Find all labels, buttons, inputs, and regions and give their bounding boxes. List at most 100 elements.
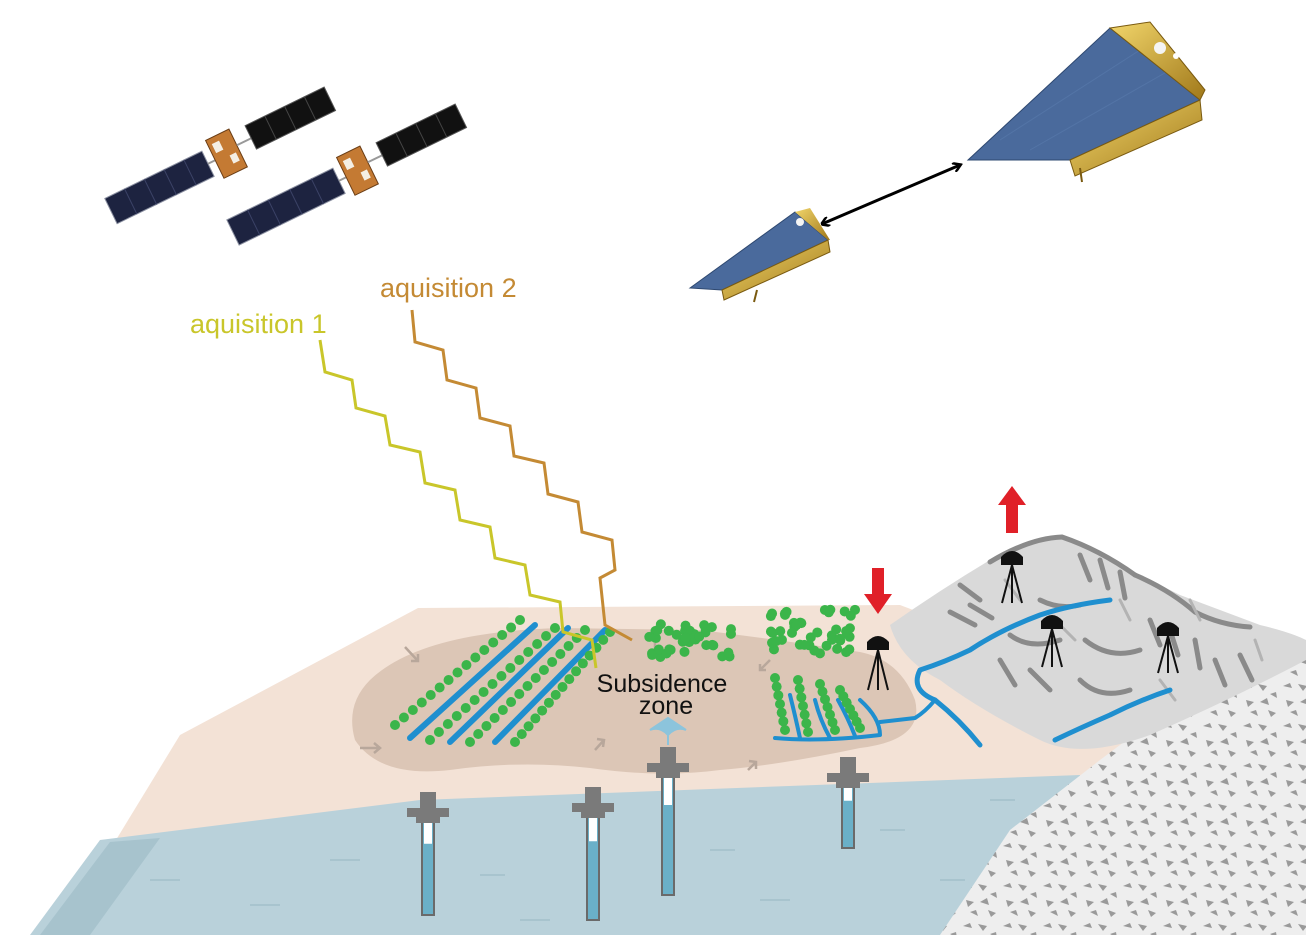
crop-plant [530, 673, 541, 683]
subsidence-zone-label-line2: zone [639, 692, 693, 720]
uplift-arrow [998, 486, 1026, 533]
crop-plant [680, 632, 691, 643]
crop-plant [522, 681, 533, 691]
crop-plant [478, 687, 489, 697]
crop-plant [433, 727, 444, 737]
crop-plant [390, 720, 400, 730]
crop-plant [830, 725, 840, 735]
gps-station-icon [867, 636, 889, 691]
crop-plant [827, 717, 838, 728]
crop-plant [786, 627, 797, 638]
crop-plant [841, 626, 852, 637]
mountain-range [890, 534, 1306, 749]
crop-plant [407, 705, 418, 715]
crop-plant [663, 625, 674, 636]
subsidence-arrow [864, 568, 892, 614]
crop-plant [647, 649, 658, 660]
groundwater-wells [407, 747, 869, 921]
crop-plant [538, 665, 549, 675]
crop-plant [775, 699, 785, 709]
crop-plant [841, 647, 852, 658]
grace-satellite-icon [688, 208, 831, 303]
acquisition-1-label: aquisition 1 [190, 309, 327, 339]
crop-plant [778, 716, 789, 727]
bedrock [940, 640, 1306, 935]
crop-plant [820, 694, 830, 705]
crop-plant [488, 637, 499, 648]
crop-plant [398, 712, 409, 723]
crop-plant [443, 675, 454, 685]
crop-plant [827, 634, 838, 645]
crop-plant [799, 639, 810, 650]
crop-plant [793, 675, 803, 685]
crop-plant [831, 624, 842, 635]
crop-plant [671, 629, 682, 640]
groundwater-well-icon [407, 792, 449, 916]
crop-plant [571, 666, 582, 677]
crop-plant [514, 655, 525, 665]
crop-plant [845, 610, 856, 621]
gps-station-icon [1041, 615, 1063, 668]
crop-plant [537, 705, 548, 716]
crop-plant [434, 682, 445, 693]
crop-plant [780, 725, 790, 735]
subsidence-depression [352, 628, 917, 774]
crop-plant [515, 615, 525, 625]
crop-plant [775, 626, 786, 637]
crop-plant [416, 697, 427, 708]
crop-plant [644, 631, 655, 642]
crop-plant [725, 628, 736, 639]
crop-plant [776, 707, 787, 718]
crop-plant [767, 628, 778, 639]
crop-plant [817, 686, 828, 697]
crop-plant [822, 702, 833, 712]
crop-plant [564, 674, 575, 685]
double-headed-arrow-icon [822, 165, 960, 224]
crop-plant [461, 660, 472, 670]
crop-plant [834, 633, 845, 644]
crop-plant [465, 737, 475, 747]
crop-plant [825, 709, 835, 720]
crop-plant [425, 735, 435, 745]
crop-plant [470, 652, 481, 663]
gps-station-icon [1001, 551, 1023, 604]
crop-plant [532, 639, 543, 649]
crop-plant [452, 667, 463, 678]
groundwater-well-icon [572, 787, 614, 921]
crop-plant [832, 643, 843, 654]
crop-plant [770, 673, 780, 683]
crop-plant [825, 604, 836, 615]
crop-plant [547, 657, 558, 667]
crop-plant [855, 723, 865, 733]
crop-plant [653, 644, 664, 655]
crop-plant [780, 609, 791, 620]
crop-plant [577, 658, 588, 669]
crop-plant [523, 647, 534, 657]
crop-plant [680, 620, 691, 631]
crop-plant [487, 679, 498, 689]
gps-station-icon [1157, 622, 1179, 674]
crop-plant [815, 679, 825, 689]
crop-plant [799, 709, 810, 720]
crop-plant [767, 608, 778, 619]
grace-satellite-icon [966, 21, 1206, 183]
crop-plant [801, 718, 812, 729]
crop-plant [481, 721, 492, 731]
crop-plant [706, 622, 717, 633]
crop-clusters [644, 604, 860, 662]
groundwater-well-icon [647, 747, 689, 896]
crop-plant [798, 701, 808, 711]
crop-plant [652, 625, 663, 636]
acquisition-2-label: aquisition 2 [380, 273, 517, 303]
sar-satellite-icon [104, 86, 337, 225]
rivers [773, 597, 1173, 748]
crop-plant [497, 630, 508, 640]
crop-plant [497, 705, 508, 715]
crop-plant [489, 713, 500, 723]
crop-plant [530, 713, 541, 724]
crop-plant [794, 683, 805, 694]
crop-plant [510, 737, 520, 747]
crop-plant [694, 631, 705, 642]
crop-plant [707, 639, 718, 650]
